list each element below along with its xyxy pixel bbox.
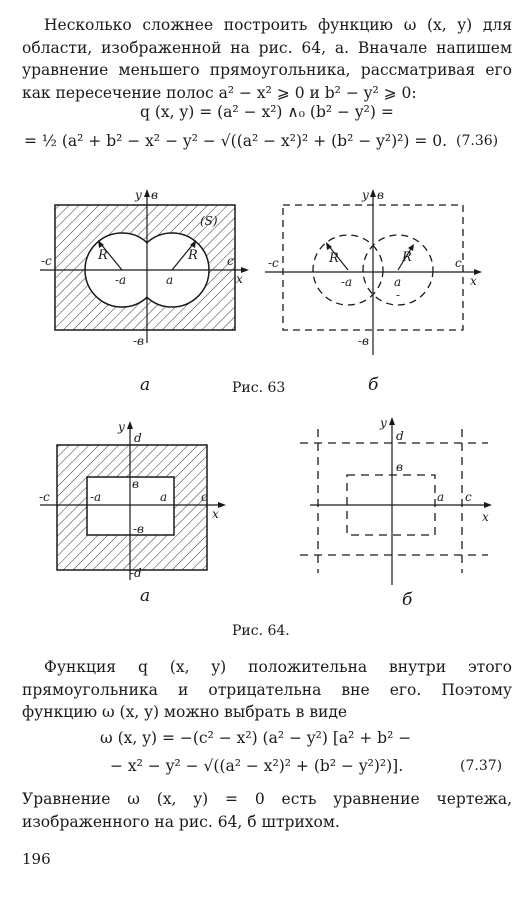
figure-64a: y d в -в -d -c -a a c x — [39, 420, 226, 580]
equation-7-36-line1: q (x, y) = (a² − x²) ∧₀ (b² − y²) = — [140, 103, 394, 121]
label-a: a — [166, 273, 173, 287]
label-neg-a: -a — [115, 273, 126, 287]
label-c-64a: c — [201, 490, 208, 504]
equation-number-7-37: (7.37) — [460, 758, 503, 774]
dashed-circle-right — [362, 234, 434, 306]
figure-63b-axes: R R y в -c c x -a a - -в — [265, 188, 482, 355]
fig63-caption: Рис. 63 — [232, 380, 286, 396]
label-neg-b-64a: -в — [133, 522, 144, 536]
label-R-right: R — [187, 248, 198, 263]
label-R-right-b: R — [401, 250, 412, 265]
label-neg-b-b: -в — [358, 334, 369, 348]
label-c-b: c — [455, 256, 462, 270]
label-b-b: в — [377, 188, 384, 202]
figure-64b — [300, 429, 488, 573]
label-x-64b: x — [482, 510, 489, 524]
label-y-64b: y — [379, 416, 387, 430]
label-d-64a: d — [134, 431, 142, 445]
dashed-circle-left — [312, 234, 384, 306]
equation-7-36-line2: = ½ (a² + b² − x² − y² − √((a² − x²)² + … — [24, 132, 448, 150]
equation-7-37-line1: ω (x, y) = −(c² − x²) (a² − y²) [a² + b²… — [100, 729, 412, 747]
label-neg-c-64a: -c — [39, 490, 50, 504]
label-c: c — [227, 254, 234, 268]
fig64-sublabel-b: б — [402, 590, 413, 610]
fig64-caption: Рис. 64. — [232, 623, 290, 639]
fig64-sublabel-a: а — [140, 586, 151, 606]
label-b-64b: в — [396, 460, 403, 474]
label-neg-a-b: -a — [341, 275, 352, 289]
label-b: в — [151, 188, 158, 202]
figure-63a: R R (S) y в -c c x -a a -в — [40, 188, 249, 348]
label-y: y — [134, 188, 142, 202]
label-minus: - — [396, 288, 400, 302]
label-a-64b: a — [437, 490, 444, 504]
label-neg-d-64a: -d — [130, 566, 142, 580]
fig63-sublabel-a: а — [140, 375, 151, 395]
label-R-left-b: R — [328, 251, 339, 266]
equation-7-37-line2: − x² − y² − √((a² − x²)² + (b² − y²)²)]. — [110, 757, 404, 775]
label-neg-a-64a: -a — [90, 490, 101, 504]
label-S: (S) — [200, 214, 218, 228]
label-a-b: a — [394, 275, 401, 289]
equation-number-7-36: (7.36) — [456, 133, 499, 149]
label-a-64a: a — [160, 490, 167, 504]
label-neg-c: -c — [41, 254, 52, 268]
figure-64b-axes: y d в a c x — [310, 416, 492, 585]
label-y-b: y — [361, 188, 369, 202]
label-b-64a: в — [132, 477, 139, 491]
page-number: 196 — [22, 850, 51, 868]
label-x-64a: x — [212, 507, 219, 521]
label-neg-b: -в — [133, 334, 144, 348]
paragraph-conclusion: Уравнение ω (x, y) = 0 есть уравнение че… — [22, 790, 512, 831]
label-neg-c-b: -c — [268, 256, 279, 270]
paragraph-intro: Несколько сложнее построить функцию ω (x… — [22, 16, 512, 102]
label-c-64b: c — [465, 490, 472, 504]
figure-64: y d в -в -d -c -a a c x y d в a c x — [39, 416, 492, 585]
label-x-b: x — [470, 274, 477, 288]
paragraph-function: Функция q (x, y) положительна внутри это… — [22, 658, 512, 721]
label-x: x — [236, 272, 243, 286]
label-d-64b: d — [396, 429, 404, 443]
fig63-sublabel-b: б — [368, 375, 379, 395]
label-y-64a: y — [117, 420, 125, 434]
figure-63: R R (S) y в -c c x -a a -в R R y в -c c … — [40, 188, 482, 355]
label-R-left: R — [97, 248, 108, 263]
